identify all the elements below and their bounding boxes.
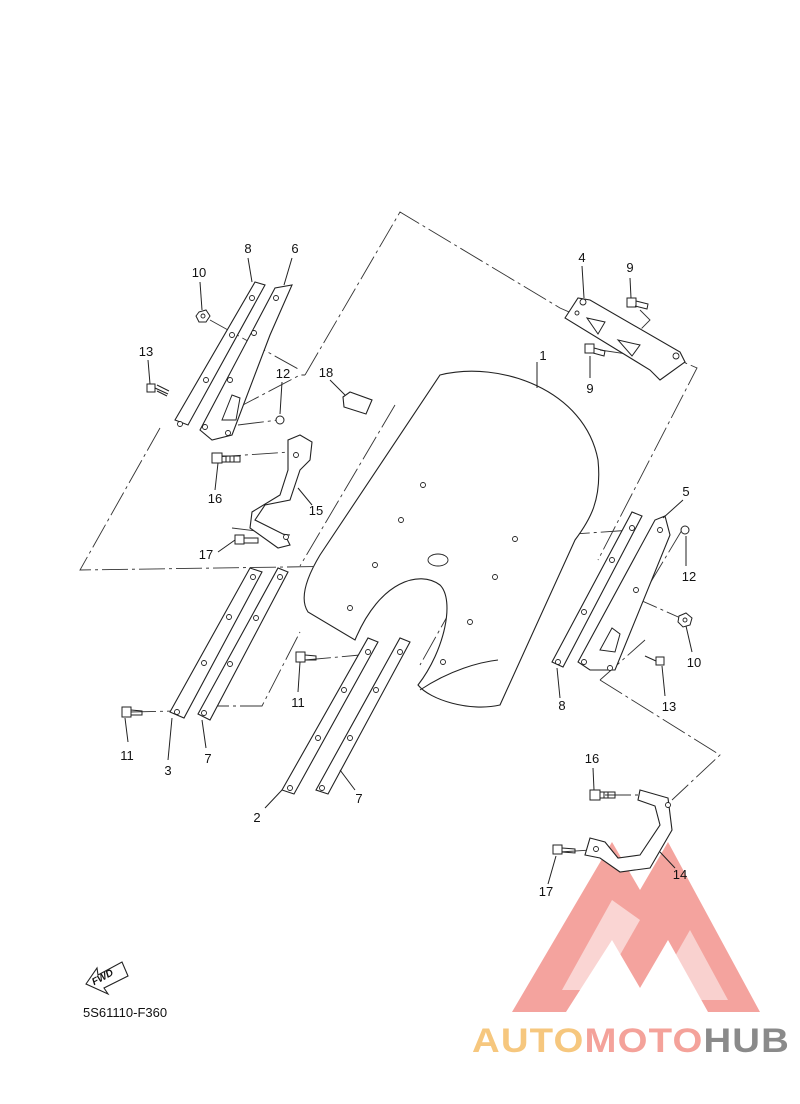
bracket-15 <box>249 434 313 549</box>
callout-9a: 9 <box>626 260 633 275</box>
callout-11b: 11 <box>291 695 305 710</box>
callout-8a: 8 <box>244 241 251 256</box>
callout-2: 2 <box>253 810 260 825</box>
callout-5: 5 <box>682 484 689 499</box>
leader-lines <box>124 257 693 885</box>
callout-7a: 7 <box>204 751 211 766</box>
lower-panel-7a <box>197 567 289 721</box>
callout-9b: 9 <box>586 381 593 396</box>
callout-8b: 8 <box>558 698 565 713</box>
watermark-logo <box>512 842 760 1012</box>
watermark-moto: MOTO <box>585 1022 704 1060</box>
callout-18: 18 <box>319 365 333 380</box>
lower-panel-2 <box>281 637 379 795</box>
fasteners <box>121 297 693 855</box>
callout-14: 14 <box>673 867 687 882</box>
bracket-14 <box>584 789 673 873</box>
watermark-auto: AUTO <box>472 1022 585 1060</box>
watermark-hub: HUB <box>703 1022 790 1060</box>
left-stay-6 <box>199 284 293 441</box>
callout-7b: 7 <box>355 791 362 806</box>
pad-18 <box>342 391 373 415</box>
fwd-arrow-icon: FWD <box>85 961 129 996</box>
callout-16b: 16 <box>585 751 599 766</box>
diagram-code: 5S61110-F360 <box>83 1005 167 1020</box>
callout-3: 3 <box>164 763 171 778</box>
lower-panel-7b <box>315 637 411 795</box>
callout-labels: 1 2 3 4 5 6 7 7 8 8 9 9 10 10 11 11 12 1… <box>120 241 701 899</box>
callout-4: 4 <box>578 250 585 265</box>
callout-17a: 17 <box>199 547 213 562</box>
callout-10a: 10 <box>192 265 206 280</box>
callout-13a: 13 <box>139 344 153 359</box>
right-stay-8 <box>551 511 643 668</box>
callout-6: 6 <box>291 241 298 256</box>
right-stay-5 <box>577 515 671 671</box>
callout-11a: 11 <box>120 748 134 763</box>
lower-panel-3 <box>169 567 263 719</box>
callout-13b: 13 <box>662 699 676 714</box>
windshield <box>303 370 600 708</box>
callout-12a: 12 <box>276 366 290 381</box>
left-stay-8 <box>174 281 266 427</box>
callout-15: 15 <box>309 503 323 518</box>
callout-17b: 17 <box>539 884 553 899</box>
callout-12b: 12 <box>682 569 696 584</box>
upper-bracket <box>564 297 686 381</box>
callout-16a: 16 <box>208 491 222 506</box>
callout-1: 1 <box>539 348 546 363</box>
callout-10b: 10 <box>687 655 701 670</box>
